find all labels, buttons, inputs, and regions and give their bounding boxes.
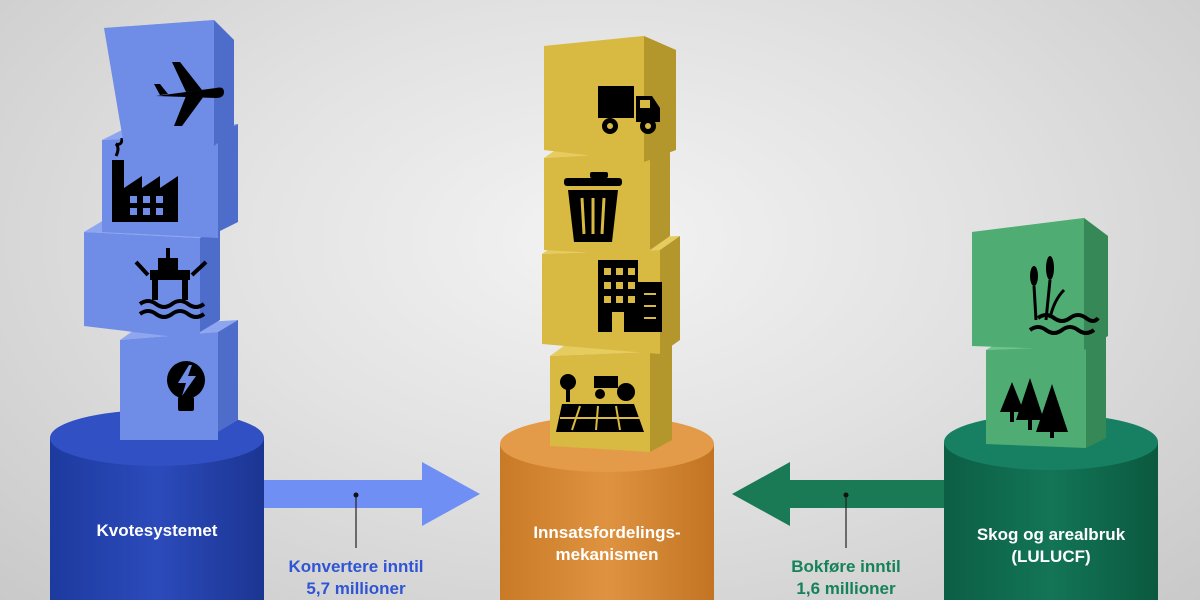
- arrow-convert-right: [264, 462, 480, 548]
- pillar-label-line-2: mekanismen: [555, 545, 659, 564]
- building-icon: [598, 260, 662, 332]
- cube-forest: [986, 334, 1106, 448]
- cube-power: [120, 320, 238, 440]
- arrow-label-line-1: Bokføre inntil: [791, 557, 901, 576]
- arrow-label-convert: Konvertere inntil 5,7 millioner: [266, 556, 446, 600]
- cube-farm: [550, 336, 672, 452]
- cube-oil-platform: [84, 220, 220, 340]
- arrow-bookkeep-left: [732, 462, 944, 548]
- arrow-label-bookkeep: Bokføre inntil 1,6 millioner: [756, 556, 936, 600]
- truck-icon: [598, 86, 660, 134]
- pillar-label-line-1: Skog og arealbruk: [976, 525, 1126, 544]
- arrow-label-line-2: 5,7 millioner: [306, 579, 406, 598]
- arrow-label-line-2: 1,6 millioner: [796, 579, 896, 598]
- oil-platform-icon: [134, 248, 208, 319]
- pillar-label-innsatsfordeling: Innsatsfordelings- mekanismen: [500, 522, 714, 566]
- cube-wetland: [972, 218, 1108, 350]
- factory-icon: [112, 137, 178, 222]
- forest-trees-icon: [1000, 378, 1068, 438]
- trash-can-icon: [564, 172, 622, 242]
- airplane-icon: [154, 62, 224, 126]
- pillar-label-line-1: Innsatsfordelings-: [533, 523, 681, 542]
- pillar-label-lulucf: Skog og arealbruk (LULUCF): [944, 524, 1158, 568]
- pillar-label-line-2: (LULUCF): [1011, 547, 1091, 566]
- cube-truck: [544, 36, 676, 162]
- power-bulb-icon: [167, 361, 205, 411]
- pillar-label-kvotesystemet: Kvotesystemet: [96, 521, 218, 540]
- arrow-label-line-1: Konvertere inntil: [288, 557, 424, 576]
- cube-airplane: [104, 20, 234, 146]
- farm-tractor-icon: [556, 374, 644, 432]
- wetland-reeds-icon: [1028, 256, 1100, 335]
